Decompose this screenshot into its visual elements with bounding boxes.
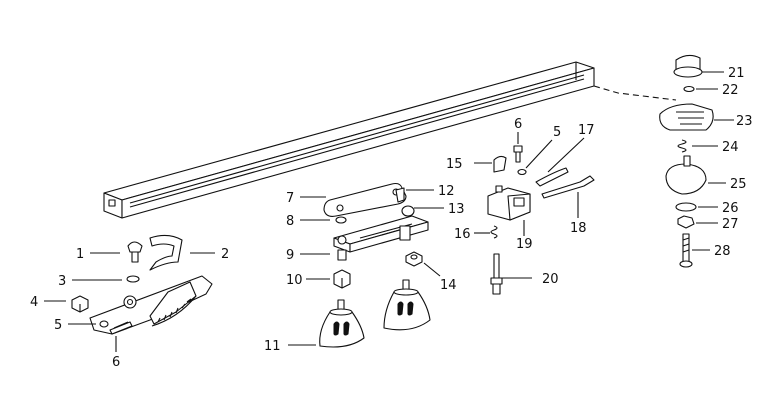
knob-11 — [319, 299, 365, 348]
hex-key-18 — [541, 175, 595, 199]
scale-pointer — [149, 234, 183, 271]
lock-handle-23 — [659, 103, 714, 131]
callout-16: 16 — [454, 227, 471, 242]
callout-11: 11 — [264, 339, 281, 354]
callout-22: 22 — [722, 83, 739, 98]
cam-25 — [665, 155, 707, 195]
knob-right — [383, 279, 431, 331]
square-nut-10 — [333, 269, 351, 289]
callout-4: 4 — [30, 295, 38, 310]
callout-21: 21 — [728, 66, 745, 81]
leader-lines — [44, 71, 734, 352]
knob-21 — [673, 54, 703, 78]
nut-27 — [677, 215, 695, 229]
washer-22 — [683, 85, 695, 93]
callout-12: 12 — [438, 184, 455, 199]
callout-6b: 6 — [514, 117, 522, 132]
callout-25: 25 — [730, 177, 747, 192]
pin-under-bracket — [337, 249, 347, 261]
washer-26 — [675, 202, 697, 212]
callout-labels: 1 2 3 4 5 6 7 8 9 10 11 12 13 14 6 5 15 … — [30, 66, 753, 370]
bolt-28 — [679, 233, 693, 268]
washer — [126, 275, 140, 283]
callout-3: 3 — [58, 274, 66, 289]
callout-24: 24 — [722, 140, 739, 155]
square-nut — [71, 295, 89, 313]
alignment-dashed-line — [593, 85, 677, 101]
spring-16 — [490, 225, 498, 239]
callout-27: 27 — [722, 217, 739, 232]
spring-24 — [677, 139, 687, 153]
callout-10: 10 — [286, 273, 303, 288]
washer-5 — [517, 168, 527, 176]
washer-8 — [335, 216, 347, 224]
screw-6 — [513, 145, 523, 163]
callout-13: 13 — [448, 202, 465, 217]
callout-19: 19 — [516, 237, 533, 252]
screw-12 — [395, 187, 405, 203]
clip-15 — [493, 155, 507, 173]
lock-knob-small — [127, 241, 143, 263]
callout-8: 8 — [286, 214, 294, 229]
link-plate — [323, 182, 407, 217]
slide-bracket — [333, 205, 429, 253]
callout-2: 2 — [221, 247, 229, 262]
hex-nut-14 — [405, 251, 423, 267]
callout-9: 9 — [286, 248, 294, 263]
callout-20: 20 — [542, 272, 559, 287]
block-19 — [487, 185, 531, 221]
callout-18: 18 — [570, 221, 587, 236]
screw-with-washer — [99, 320, 133, 335]
callout-17: 17 — [578, 123, 595, 138]
callout-5a: 5 — [54, 318, 62, 333]
callout-15: 15 — [446, 157, 463, 172]
callout-5b: 5 — [553, 125, 561, 140]
callout-1: 1 — [76, 247, 84, 262]
callout-6a: 6 — [112, 355, 120, 370]
callout-14: 14 — [440, 278, 457, 293]
protractor-base — [89, 275, 213, 335]
callout-26: 26 — [722, 201, 739, 216]
callout-23: 23 — [736, 114, 753, 129]
callout-7: 7 — [286, 191, 294, 206]
pin-20 — [490, 253, 503, 295]
spring-strip-17 — [535, 167, 569, 187]
callout-28: 28 — [714, 244, 731, 259]
